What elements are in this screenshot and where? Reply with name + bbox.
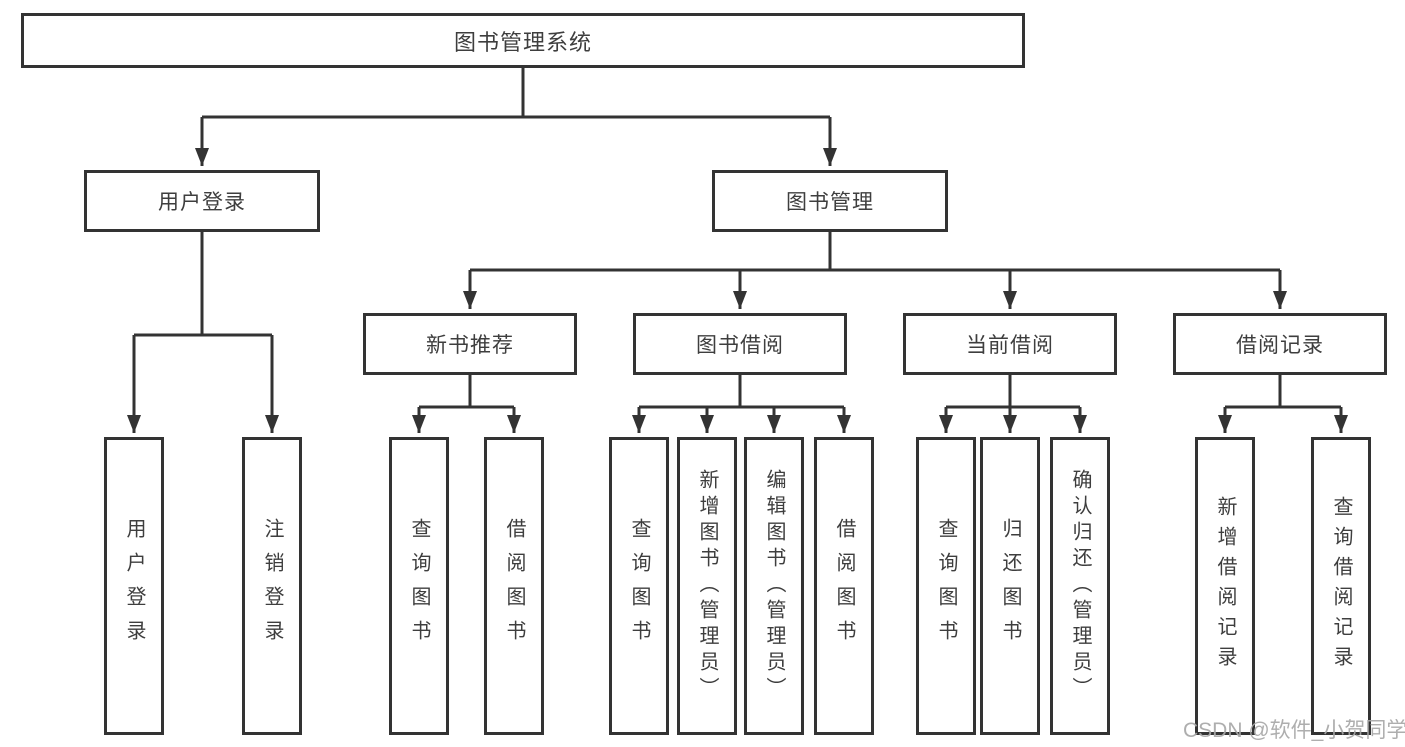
leaf-return-books: 归还图书 [980, 437, 1040, 735]
leaf-user-login: 用户登录 [104, 437, 164, 735]
node-label: 借阅记录 [1236, 334, 1324, 357]
node-label: 查询图书 [628, 518, 650, 654]
node-label: 查询图书 [935, 518, 957, 654]
node-label: 图书管理系统 [453, 29, 592, 55]
node-label: 图书管理 [786, 191, 874, 214]
node-label: 确认归还（管理员） [1069, 469, 1091, 703]
leaf-query-borrow-record: 查询借阅记录 [1311, 437, 1371, 735]
node-label: 借阅图书 [833, 518, 855, 654]
leaf-query-books-1: 查询图书 [389, 437, 449, 735]
node-label: 当前借阅 [966, 334, 1054, 357]
node-label: 查询图书 [408, 518, 430, 654]
node-current-borrow: 当前借阅 [903, 313, 1117, 375]
node-library-system: 图书管理系统 [21, 13, 1025, 68]
node-label: 注销登录 [261, 518, 283, 654]
leaf-borrow-books-1: 借阅图书 [484, 437, 544, 735]
node-label: 归还图书 [999, 518, 1021, 654]
node-label: 新增借阅记录 [1214, 496, 1236, 676]
csdn-watermark: CSDN @软件_小贺同学 [1183, 719, 1405, 742]
leaf-confirm-return-admin: 确认归还（管理员） [1050, 437, 1110, 735]
node-book-borrow: 图书借阅 [633, 313, 847, 375]
node-label: 借阅图书 [503, 518, 525, 654]
node-label: 用户登录 [158, 191, 246, 214]
leaf-borrow-books-2: 借阅图书 [814, 437, 874, 735]
node-new-book-recommend: 新书推荐 [363, 313, 577, 375]
leaf-logout: 注销登录 [242, 437, 302, 735]
node-label: 图书借阅 [696, 334, 784, 357]
leaf-add-book-admin: 新增图书（管理员） [677, 437, 737, 735]
node-label: 新书推荐 [426, 334, 514, 357]
node-label: 查询借阅记录 [1330, 496, 1352, 676]
leaf-query-books-3: 查询图书 [916, 437, 976, 735]
node-user-login: 用户登录 [84, 170, 320, 232]
node-borrow-records: 借阅记录 [1173, 313, 1387, 375]
node-label: 用户登录 [123, 518, 145, 654]
leaf-edit-book-admin: 编辑图书（管理员） [744, 437, 804, 735]
node-label: 新增图书（管理员） [696, 469, 718, 703]
node-book-management: 图书管理 [712, 170, 948, 232]
node-label: 编辑图书（管理员） [763, 469, 785, 703]
leaf-add-borrow-record: 新增借阅记录 [1195, 437, 1255, 735]
leaf-query-books-2: 查询图书 [609, 437, 669, 735]
